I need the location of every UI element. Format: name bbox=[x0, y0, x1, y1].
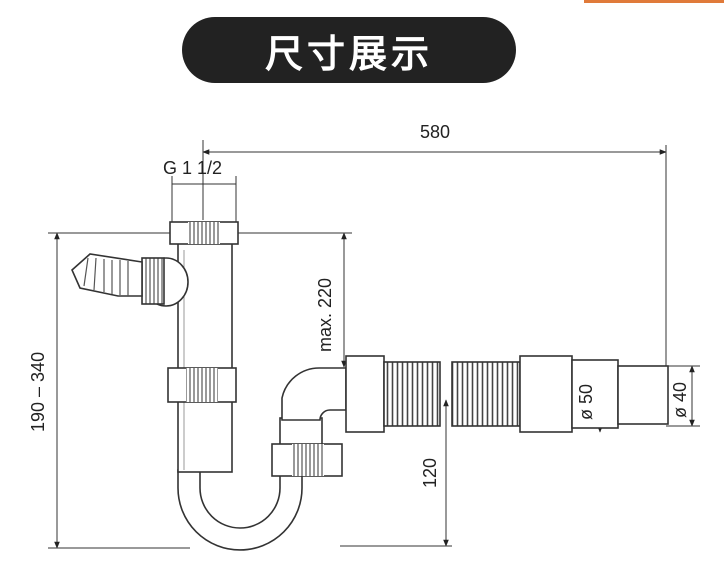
label-thread: G 1 1/2 bbox=[163, 158, 222, 178]
outlet-hose bbox=[345, 355, 669, 433]
label-max-height: max. 220 bbox=[315, 278, 335, 352]
accent-bar bbox=[584, 0, 724, 3]
trap-body bbox=[71, 221, 347, 551]
label-outlet-diameter: ø 40 bbox=[670, 382, 690, 418]
label-trap-depth: 120 bbox=[420, 458, 440, 488]
page-title: 尺寸展示 bbox=[264, 31, 433, 76]
label-height-range: 190 – 340 bbox=[28, 352, 48, 432]
label-overall-length: 580 bbox=[420, 122, 450, 142]
label-hose-diameter: ø 50 bbox=[576, 384, 596, 420]
dimension-lines bbox=[48, 140, 700, 549]
title-banner: 尺寸展示 bbox=[182, 17, 516, 83]
